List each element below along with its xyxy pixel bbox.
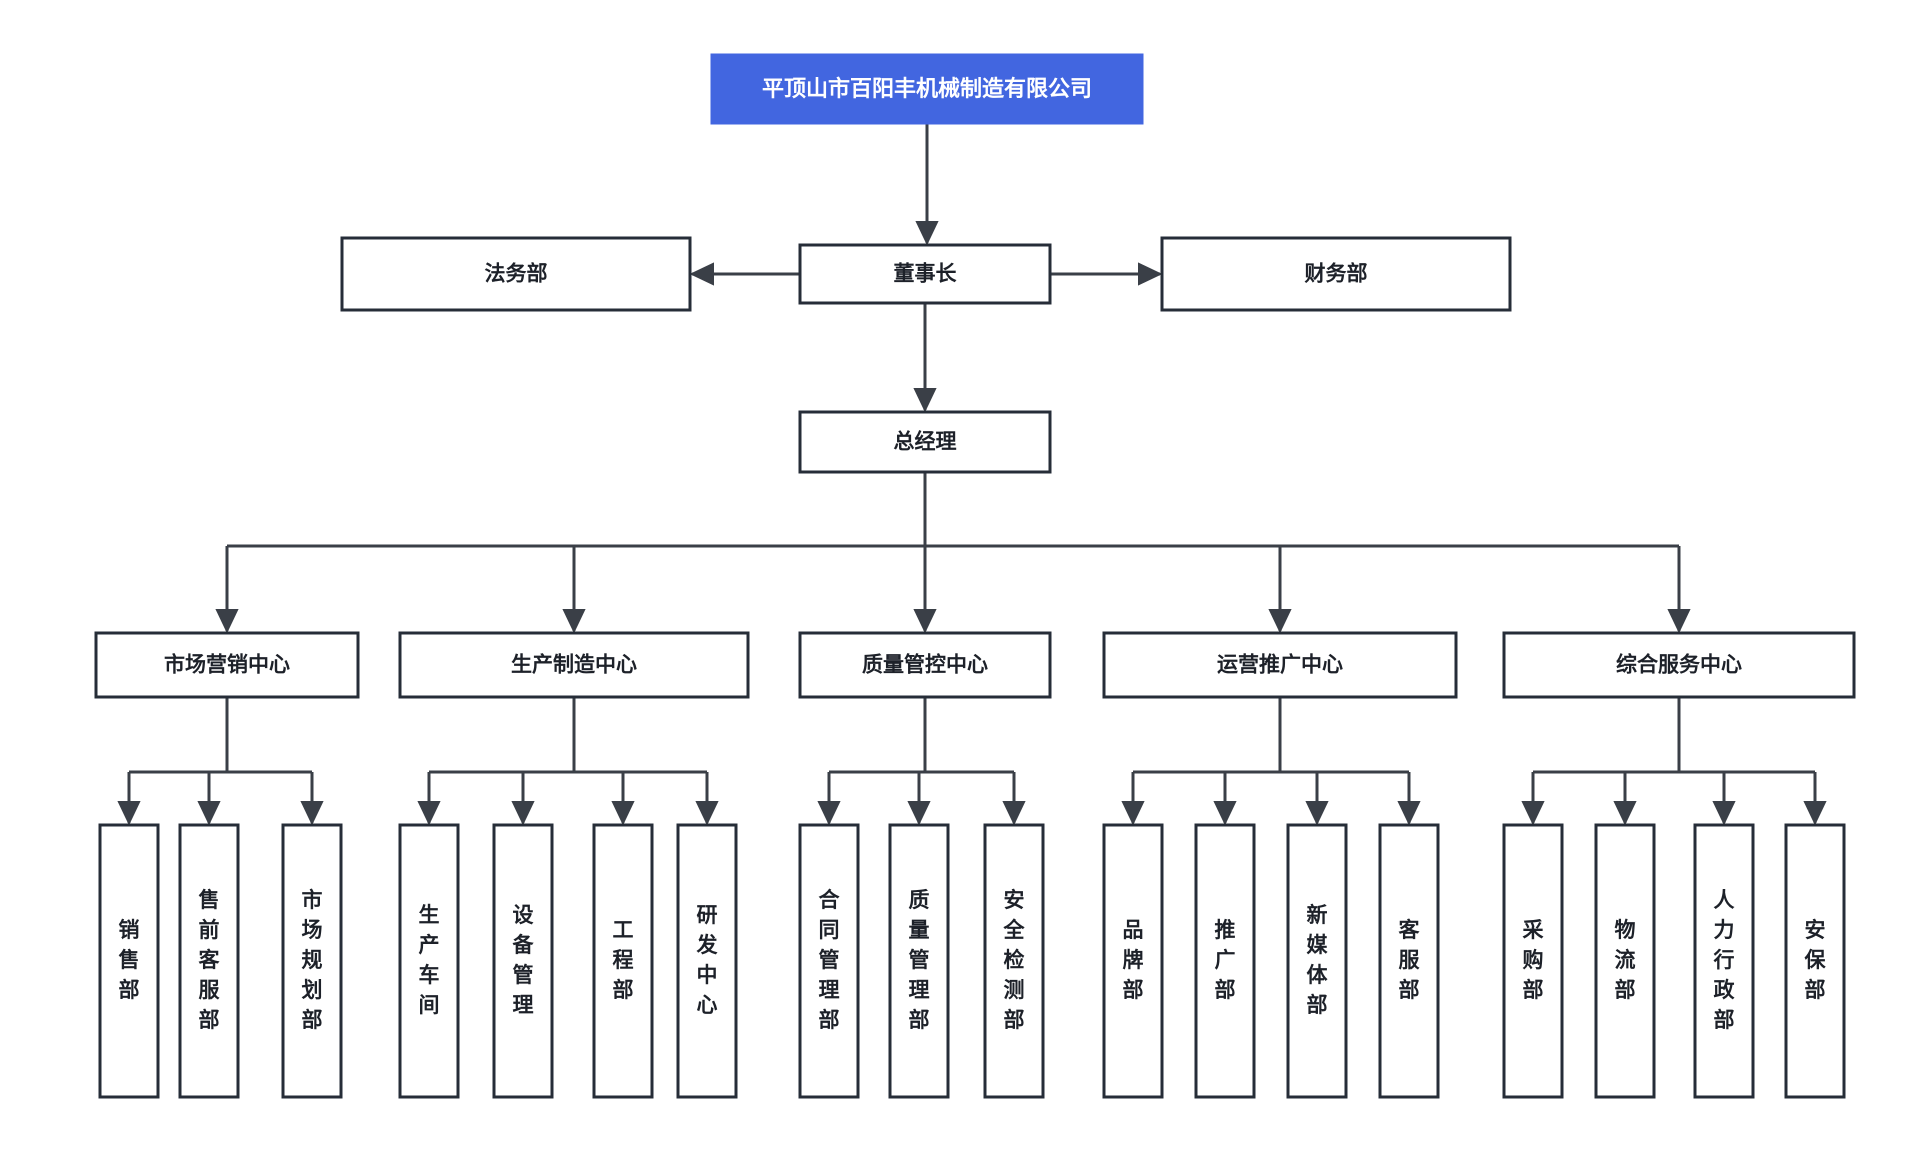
node-finance-department-box[interactable] [1160,236,1512,312]
node-center-5-box[interactable] [1502,631,1856,699]
node-department-services-4-box[interactable] [1784,823,1846,1099]
node-department-production-2-label: 设备管理 [512,904,535,1017]
node-department-quality-2-label: 质量管理部 [909,889,930,1032]
node-department-services-4-label: 安保部 [1804,918,1827,1002]
node-department-operations-1-box[interactable] [1102,823,1164,1099]
node-department-quality-1[interactable]: 合同管理部 [798,823,860,1099]
node-general-manager-label: 总经理 [894,430,957,454]
node-department-marketing-1[interactable]: 销售部 [98,823,160,1099]
node-department-operations-4-box[interactable] [1378,823,1440,1099]
node-department-marketing-1-box[interactable] [98,823,160,1099]
node-department-operations-4[interactable]: 客服部 [1378,823,1440,1099]
node-center-1-box[interactable] [94,631,360,699]
node-center-1[interactable]: 市场营销中心 [94,631,360,699]
node-department-services-3[interactable]: 人力行政部 [1693,823,1755,1099]
node-department-production-3-label: 工程部 [613,919,634,1002]
node-department-quality-1-label: 合同管理部 [819,888,841,1032]
node-department-production-1-label: 生产车间 [419,903,440,1017]
node-department-operations-2-label: 推广部 [1215,919,1236,1002]
node-center-5[interactable]: 综合服务中心 [1502,631,1856,699]
node-department-production-4-label: 研发中心 [696,904,719,1017]
node-department-production-2[interactable]: 设备管理 [492,823,554,1099]
node-department-operations-1-label: 品牌部 [1123,919,1144,1002]
node-center-3-box[interactable] [798,631,1052,699]
node-legal-department[interactable]: 法务部 [340,236,692,312]
node-department-marketing-3-label: 市场规划部 [302,888,323,1032]
node-department-production-4-box[interactable] [676,823,738,1099]
node-center-5-label: 综合服务中心 [1616,653,1742,677]
node-department-marketing-2-box[interactable] [178,823,240,1099]
node-department-operations-2[interactable]: 推广部 [1194,823,1256,1099]
node-center-3[interactable]: 质量管控中心 [798,631,1052,699]
node-general-manager[interactable]: 总经理 [798,410,1052,474]
node-department-marketing-2-label: 售前客服部 [199,888,221,1032]
node-center-4-label: 运营推广中心 [1217,653,1343,677]
node-department-production-3-box[interactable] [592,823,654,1099]
node-department-quality-3-label: 安全检测部 [1003,888,1026,1032]
node-department-production-1[interactable]: 生产车间 [398,823,460,1099]
node-chairman[interactable]: 董事长 [798,243,1052,305]
node-department-services-3-box[interactable] [1693,823,1755,1099]
node-center-2-label: 生产制造中心 [511,653,637,677]
node-department-production-2-box[interactable] [492,823,554,1099]
node-finance-department-label: 财务部 [1305,262,1368,286]
node-department-quality-3[interactable]: 安全检测部 [983,823,1045,1099]
node-department-operations-3-label: 新媒体部 [1307,903,1329,1017]
node-department-services-1[interactable]: 采购部 [1502,823,1564,1099]
node-center-4-box[interactable] [1102,631,1458,699]
node-center-2[interactable]: 生产制造中心 [398,631,750,699]
node-chairman-label: 董事长 [894,262,958,286]
node-center-4[interactable]: 运营推广中心 [1102,631,1458,699]
connector-layer [117,123,1827,826]
node-company-root[interactable]: 平顶山市百阳丰机械制造有限公司 [710,53,1144,125]
node-department-marketing-1-label: 销售部 [119,918,140,1002]
node-center-3-label: 质量管控中心 [862,653,988,677]
node-legal-department-box[interactable] [340,236,692,312]
node-department-marketing-2[interactable]: 售前客服部 [178,823,240,1099]
node-layer: 平顶山市百阳丰机械制造有限公司法务部董事长财务部总经理市场营销中心生产制造中心质… [94,53,1856,1099]
node-center-1-label: 市场营销中心 [164,653,290,677]
node-department-quality-2[interactable]: 质量管理部 [888,823,950,1099]
node-department-services-2-label: 物流部 [1615,918,1636,1002]
node-department-operations-3[interactable]: 新媒体部 [1286,823,1348,1099]
node-department-quality-2-box[interactable] [888,823,950,1099]
node-company-root-label: 平顶山市百阳丰机械制造有限公司 [762,76,1092,101]
node-department-operations-4-label: 客服部 [1399,918,1421,1002]
node-department-operations-2-box[interactable] [1194,823,1256,1099]
node-department-production-1-box[interactable] [398,823,460,1099]
node-department-services-3-label: 人力行政部 [1713,889,1736,1032]
node-department-services-2-box[interactable] [1594,823,1656,1099]
node-department-quality-3-box[interactable] [983,823,1045,1099]
node-chairman-box[interactable] [798,243,1052,305]
node-department-marketing-3-box[interactable] [281,823,343,1099]
node-legal-department-label: 法务部 [485,262,548,286]
node-department-production-3[interactable]: 工程部 [592,823,654,1099]
node-center-2-box[interactable] [398,631,750,699]
node-company-root-box[interactable] [710,53,1144,125]
node-department-services-1-box[interactable] [1502,823,1564,1099]
node-department-services-2[interactable]: 物流部 [1594,823,1656,1099]
node-general-manager-box[interactable] [798,410,1052,474]
node-department-quality-1-box[interactable] [798,823,860,1099]
node-department-marketing-3[interactable]: 市场规划部 [281,823,343,1099]
node-department-production-4[interactable]: 研发中心 [676,823,738,1099]
node-department-operations-1[interactable]: 品牌部 [1102,823,1164,1099]
node-department-operations-3-box[interactable] [1286,823,1348,1099]
node-finance-department[interactable]: 财务部 [1160,236,1512,312]
node-department-services-4[interactable]: 安保部 [1784,823,1846,1099]
node-department-services-1-label: 采购部 [1523,919,1544,1002]
